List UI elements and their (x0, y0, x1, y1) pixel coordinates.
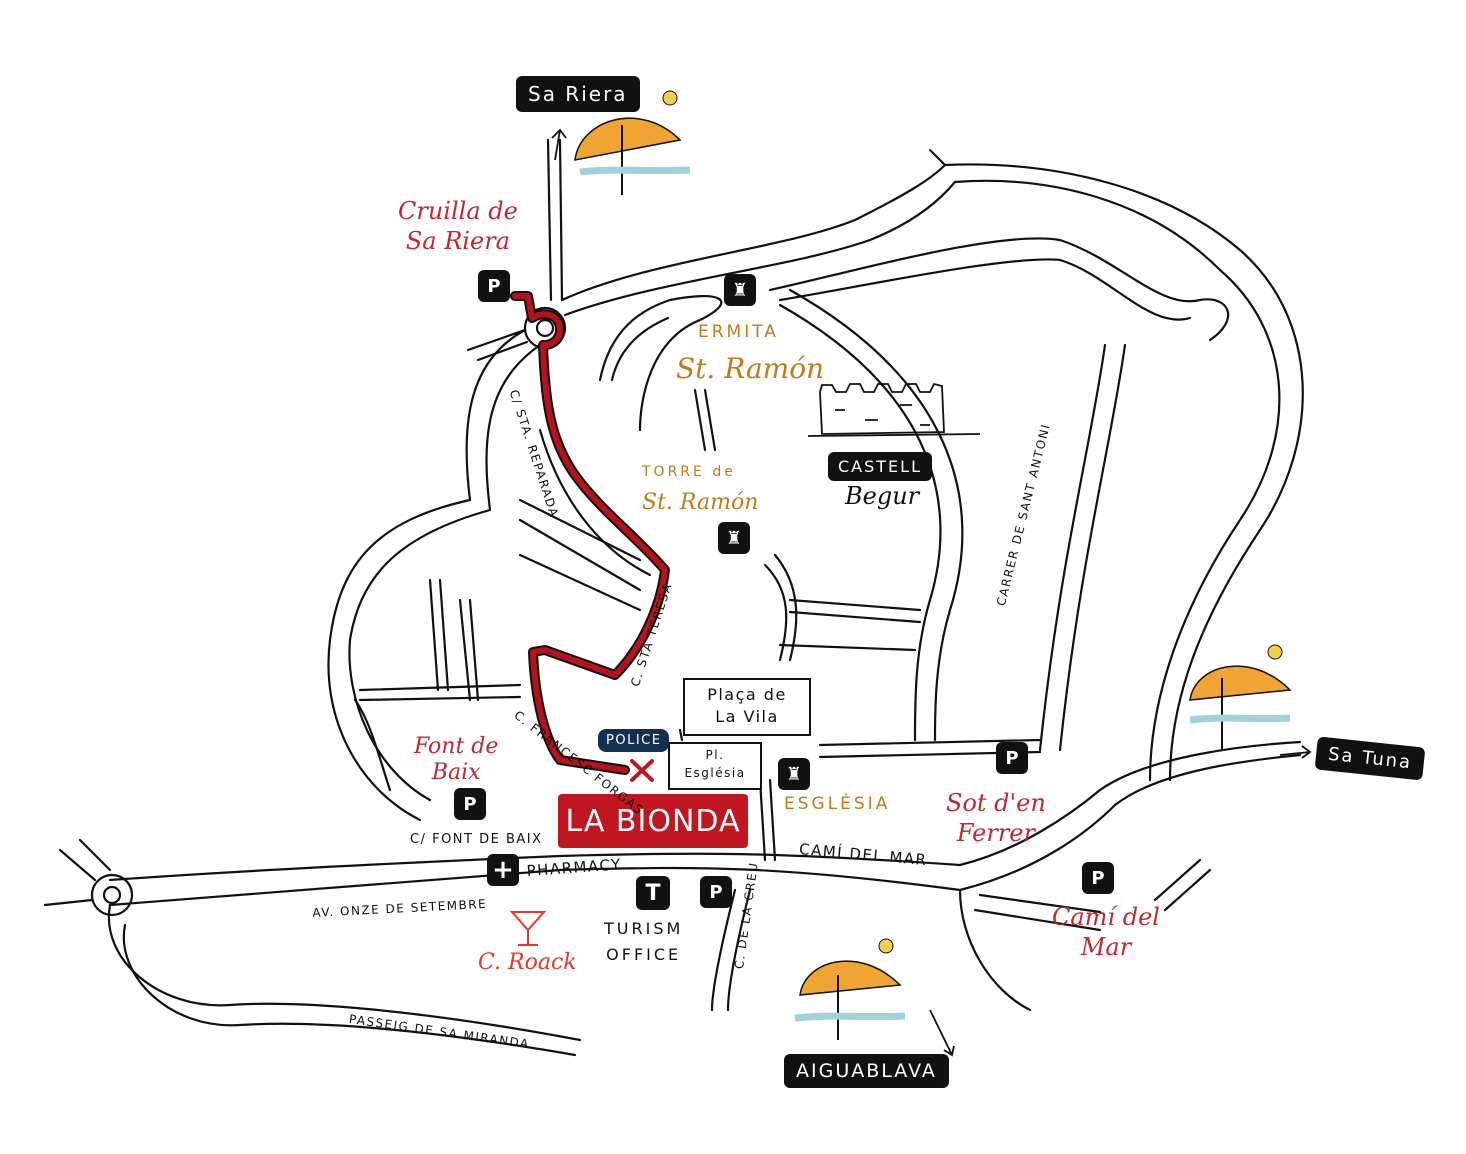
sot-line1: Sot d'en (946, 789, 1046, 817)
cocktail-icon (509, 911, 547, 946)
arrows (551, 128, 1312, 1057)
cami-del-mar-parking-label: Camí del Mar (1052, 902, 1160, 962)
parking-icon-cruilla: P (478, 270, 510, 302)
turism-line1: TURISM (604, 919, 684, 938)
destination-sa-riera: Sa Riera (516, 76, 640, 112)
tourism-icon: T (636, 876, 670, 910)
font-baix-line1: Font de (414, 734, 499, 759)
placa-esglesia: Pl. Església (668, 742, 762, 790)
begur-label: Begur (845, 482, 920, 510)
tower-icon-torre: ♜ (718, 522, 750, 554)
parking-icon-cami: P (1082, 862, 1114, 894)
turism-line2: OFFICE (606, 945, 682, 964)
ermita-label: ERMITA (698, 322, 779, 342)
cami-line2: Mar (1080, 933, 1132, 961)
placa-vila-line1: Plaça de (707, 685, 787, 704)
beach-illustration-east (1189, 644, 1292, 750)
c-roack-label: C. Roack (478, 950, 577, 975)
sot-line2: Ferrer (956, 819, 1035, 847)
street-font-de-baix: C/ FONT DE BAIX (410, 832, 543, 847)
font-de-baix-label: Font de Baix (414, 734, 498, 786)
esglesia-label: ESGLÉSIA (784, 794, 891, 814)
cruilla-line1: Cruilla de (398, 197, 518, 225)
sot-den-ferrer-label: Sot d'en Ferrer (946, 788, 1046, 848)
placa-vila-line2: La Vila (715, 707, 779, 726)
ermita-st-ramon-label: St. Ramón (676, 352, 825, 385)
torre-st-ramon-label: St. Ramón (642, 490, 759, 515)
route-end-marker (630, 759, 654, 782)
beach-illustration-north (574, 90, 691, 195)
police-badge: POLICE (598, 729, 670, 752)
castle-drawing (807, 382, 981, 437)
road-network (43, 138, 1304, 1057)
route-to-restaurant (510, 291, 670, 782)
parking-icon-turism: P (700, 876, 732, 908)
beach-illustration-south (794, 938, 906, 1040)
tower-icon-ermita: ♜ (724, 274, 756, 306)
torre-de-label: TORRE de (642, 464, 736, 480)
parking-icon-font-baix: P (454, 788, 486, 820)
turism-office-label: TURISM OFFICE (604, 916, 683, 968)
cami-line1: Camí del (1052, 903, 1160, 931)
tower-icon-esglesia: ♜ (778, 758, 810, 790)
pl-esglesia-line2: Església (684, 766, 746, 780)
placa-de-la-vila: Plaça de La Vila (683, 678, 811, 736)
cruilla-line2: Sa Riera (405, 227, 510, 255)
parking-icon-sot: P (996, 742, 1028, 774)
restaurant-la-bionda[interactable]: LA BIONDA (558, 794, 748, 848)
castell-label: CASTELL (828, 452, 932, 481)
destination-aiguablava: AIGUABLAVA (784, 1054, 949, 1088)
font-baix-line2: Baix (431, 760, 481, 785)
pl-esglesia-line1: Pl. (705, 748, 725, 762)
cruilla-sa-riera-label: Cruilla de Sa Riera (398, 196, 518, 256)
pharmacy-icon: + (487, 854, 519, 886)
